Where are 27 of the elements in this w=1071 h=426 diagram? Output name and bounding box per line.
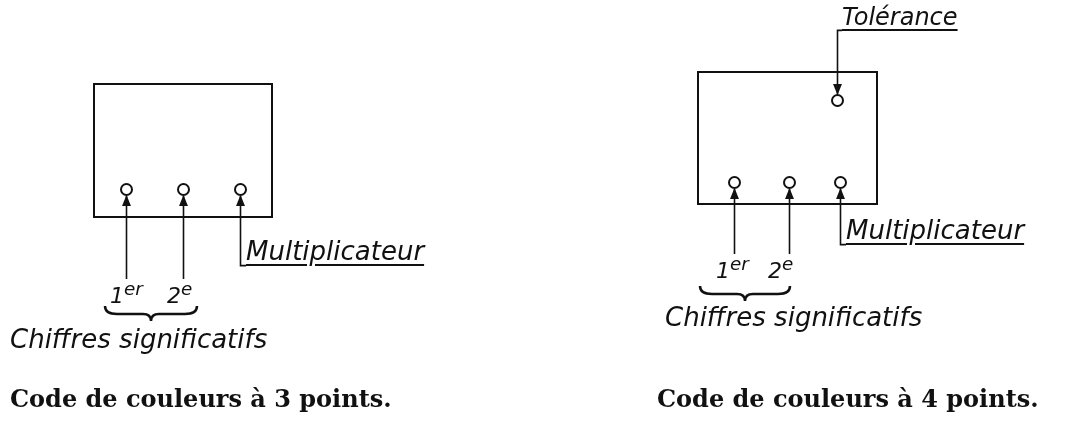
leader-line <box>122 194 131 280</box>
callout-label: Tolérance <box>842 4 958 31</box>
digit-label: 1$^{er}$ <box>716 254 749 284</box>
color-dot <box>783 176 796 189</box>
leader-line <box>836 187 847 246</box>
component-body <box>93 83 273 218</box>
color-dot <box>728 176 741 189</box>
leader-line <box>833 29 843 96</box>
figure-caption: Code de couleurs à 4 points. <box>657 384 1039 413</box>
color-dot <box>831 94 844 107</box>
digit-label: 2$^{e}$ <box>768 254 794 284</box>
color-dot <box>234 183 247 196</box>
digit-label: 1$^{er}$ <box>110 279 143 309</box>
digit-label: 2$^{e}$ <box>167 279 193 309</box>
callout-label: Multiplicateur <box>846 216 1025 245</box>
color-dot <box>120 183 133 196</box>
leader-line <box>730 187 739 255</box>
component-body <box>697 71 878 205</box>
leader-line <box>179 194 188 280</box>
chiffres-label: Chiffres significatifs <box>10 324 268 354</box>
leader-line <box>236 194 247 267</box>
callout-label: Multiplicateur <box>246 237 425 266</box>
chiffres-label: Chiffres significatifs <box>665 302 923 332</box>
color-dot <box>177 183 190 196</box>
color-dot <box>834 176 847 189</box>
leader-line <box>785 187 794 255</box>
figure-caption: Code de couleurs à 3 points. <box>10 384 392 413</box>
